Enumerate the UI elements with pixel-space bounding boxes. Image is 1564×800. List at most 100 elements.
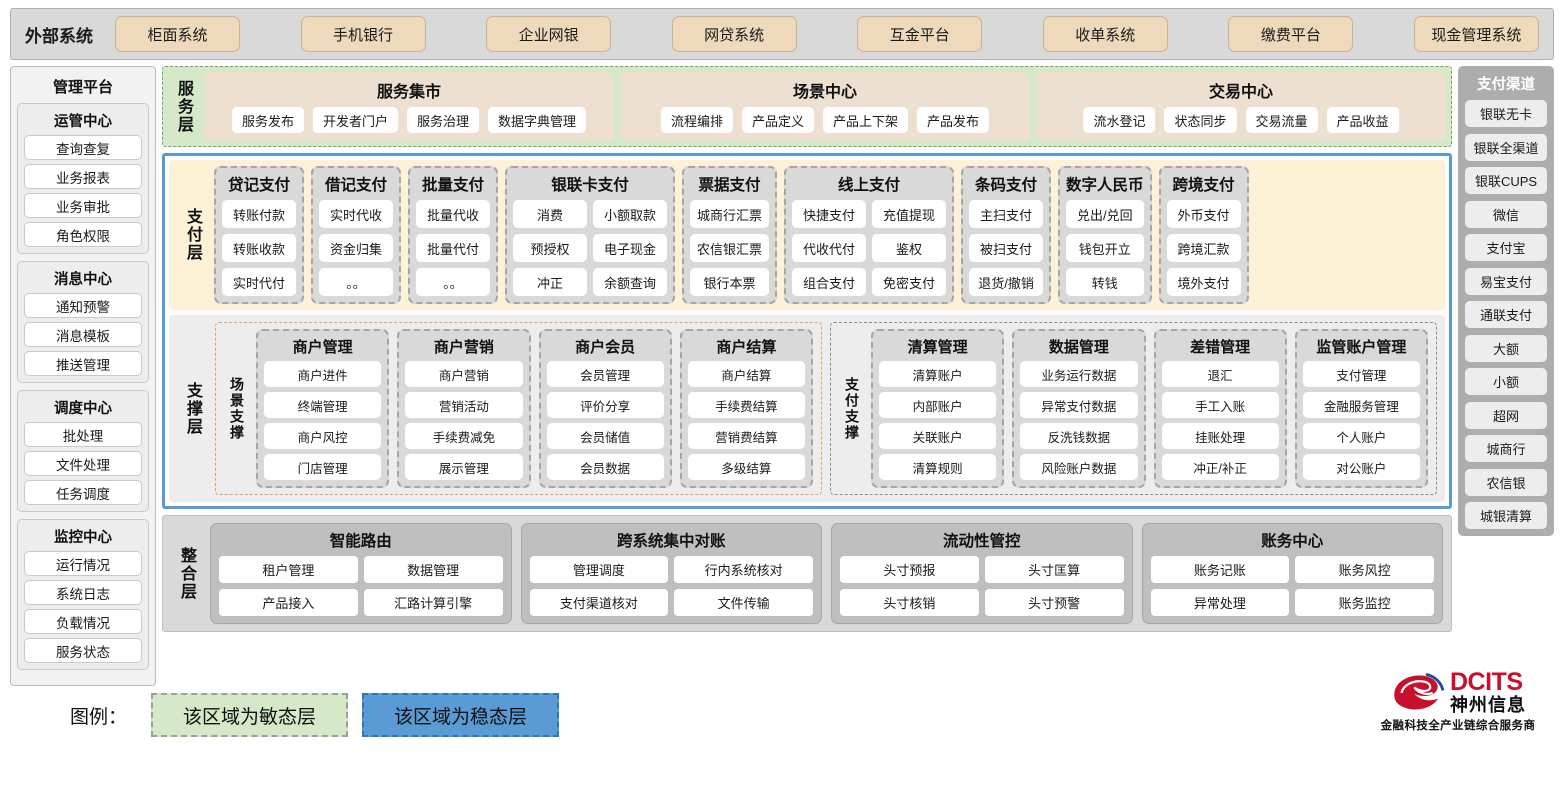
payment-item[interactable]: 被扫支付 (969, 234, 1044, 262)
external-system-item[interactable]: 企业网银 (486, 16, 612, 52)
integration-item[interactable]: 汇路计算引擎 (363, 589, 503, 616)
payment-item[interactable]: 小额取款 (593, 200, 667, 228)
support-item[interactable]: 商户结算 (687, 361, 805, 387)
management-item[interactable]: 业务审批 (24, 193, 142, 218)
support-item[interactable]: 会员储值 (546, 423, 664, 449)
payment-item[interactable]: 转账付款 (222, 200, 296, 228)
payment-item[interactable]: 电子现金 (593, 234, 667, 262)
support-item[interactable]: 评价分享 (546, 392, 664, 418)
service-item[interactable]: 产品收益 (1326, 107, 1399, 133)
support-item[interactable]: 多级结算 (687, 454, 805, 480)
payment-item[interactable]: 消费 (513, 200, 587, 228)
channel-item[interactable]: 易宝支付 (1465, 267, 1547, 295)
service-item[interactable]: 流水登记 (1083, 107, 1156, 133)
payment-item[interactable]: 冲正 (513, 268, 587, 296)
support-item[interactable]: 金融服务管理 (1302, 392, 1420, 418)
payment-item[interactable]: 转钱 (1066, 268, 1144, 296)
payment-item[interactable]: 快捷支付 (792, 200, 867, 228)
support-item[interactable]: 异常支付数据 (1020, 392, 1138, 418)
payment-item[interactable]: 。。 (416, 268, 490, 296)
support-item[interactable]: 门店管理 (264, 454, 382, 480)
management-item[interactable]: 消息模板 (24, 322, 142, 347)
payment-item[interactable]: 充值提现 (872, 200, 947, 228)
integration-item[interactable]: 支付渠道核对 (529, 589, 669, 616)
channel-item[interactable]: 小额 (1465, 368, 1547, 395)
management-item[interactable]: 查询查复 (24, 135, 142, 160)
channel-item[interactable]: 通联支付 (1465, 301, 1547, 328)
payment-item[interactable]: 主扫支付 (969, 200, 1044, 228)
integration-item[interactable]: 管理调度 (529, 556, 669, 583)
service-item[interactable]: 状态同步 (1164, 107, 1237, 133)
support-item[interactable]: 手工入账 (1161, 392, 1279, 418)
integration-item[interactable]: 账务监控 (1295, 589, 1434, 616)
payment-item[interactable]: 资金归集 (319, 234, 393, 262)
payment-item[interactable]: 外币支付 (1166, 200, 1241, 228)
management-item[interactable]: 批处理 (24, 422, 142, 447)
integration-item[interactable]: 账务记账 (1150, 556, 1290, 583)
management-item[interactable]: 角色权限 (24, 222, 142, 247)
integration-item[interactable]: 租户管理 (219, 556, 358, 583)
support-item[interactable]: 清算账户 (879, 361, 997, 387)
support-item[interactable]: 手续费减免 (405, 423, 523, 449)
payment-item[interactable]: 批量代收 (416, 200, 490, 228)
service-item[interactable]: 服务发布 (231, 107, 304, 133)
management-item[interactable]: 系统日志 (24, 580, 142, 605)
support-item[interactable]: 对公账户 (1302, 454, 1420, 480)
support-item[interactable]: 商户进件 (264, 361, 382, 387)
payment-item[interactable]: 银行本票 (690, 268, 770, 296)
support-item[interactable]: 商户营销 (405, 361, 523, 387)
support-item[interactable]: 个人账户 (1302, 423, 1420, 449)
support-item[interactable]: 清算规则 (879, 454, 997, 480)
management-item[interactable]: 运行情况 (24, 551, 142, 576)
payment-item[interactable]: 批量代付 (416, 234, 490, 262)
payment-item[interactable]: 城商行汇票 (690, 200, 770, 228)
integration-item[interactable]: 文件传输 (674, 589, 813, 616)
support-item[interactable]: 会员管理 (546, 361, 664, 387)
support-item[interactable]: 手续费结算 (687, 392, 805, 418)
management-item[interactable]: 推送管理 (24, 351, 142, 376)
payment-item[interactable]: 实时代付 (222, 268, 296, 296)
channel-item[interactable]: 超网 (1465, 401, 1547, 429)
payment-item[interactable]: 余额查询 (593, 268, 667, 296)
external-system-item[interactable]: 手机银行 (300, 16, 426, 52)
payment-item[interactable]: 兑出/兑回 (1066, 200, 1144, 228)
payment-item[interactable]: 退货/撤销 (969, 268, 1044, 296)
service-item[interactable]: 数据字典管理 (488, 107, 587, 133)
external-system-item[interactable]: 网贷系统 (671, 16, 797, 52)
service-item[interactable]: 开发者门户 (312, 107, 398, 133)
payment-item[interactable]: 跨境汇款 (1166, 234, 1241, 262)
service-item[interactable]: 交易流量 (1245, 107, 1318, 133)
integration-item[interactable]: 头寸核销 (840, 589, 979, 616)
payment-item[interactable]: 。。 (319, 268, 393, 296)
payment-item[interactable]: 转账收款 (222, 234, 296, 262)
support-item[interactable]: 营销费结算 (687, 423, 805, 449)
management-item[interactable]: 服务状态 (24, 638, 142, 663)
support-item[interactable]: 关联账户 (879, 423, 997, 449)
support-item[interactable]: 反洗钱数据 (1020, 423, 1138, 449)
service-item[interactable]: 产品定义 (741, 107, 814, 133)
integration-item[interactable]: 行内系统核对 (674, 556, 813, 583)
external-system-item[interactable]: 收单系统 (1042, 16, 1168, 52)
service-item[interactable]: 产品发布 (917, 107, 990, 133)
integration-item[interactable]: 异常处理 (1150, 589, 1290, 616)
channel-item[interactable]: 银联CUPS (1465, 167, 1547, 194)
integration-item[interactable]: 头寸预警 (984, 589, 1124, 616)
service-item[interactable]: 服务治理 (407, 107, 480, 133)
integration-item[interactable]: 产品接入 (219, 589, 358, 616)
support-item[interactable]: 内部账户 (879, 392, 997, 418)
channel-item[interactable]: 银联无卡 (1465, 100, 1547, 127)
integration-item[interactable]: 头寸匡算 (984, 556, 1124, 583)
external-system-item[interactable]: 互金平台 (857, 16, 983, 52)
payment-item[interactable]: 鉴权 (872, 234, 947, 262)
management-item[interactable]: 文件处理 (24, 451, 142, 476)
support-item[interactable]: 风险账户数据 (1020, 454, 1138, 480)
support-item[interactable]: 冲正/补正 (1161, 454, 1279, 480)
management-item[interactable]: 任务调度 (24, 480, 142, 505)
management-item[interactable]: 负载情况 (24, 609, 142, 634)
external-system-item[interactable]: 缴费平台 (1228, 16, 1354, 52)
payment-item[interactable]: 免密支付 (872, 268, 947, 296)
support-item[interactable]: 挂账处理 (1161, 423, 1279, 449)
integration-item[interactable]: 数据管理 (363, 556, 503, 583)
support-item[interactable]: 营销活动 (405, 392, 523, 418)
channel-item[interactable]: 城银清算 (1465, 502, 1547, 529)
